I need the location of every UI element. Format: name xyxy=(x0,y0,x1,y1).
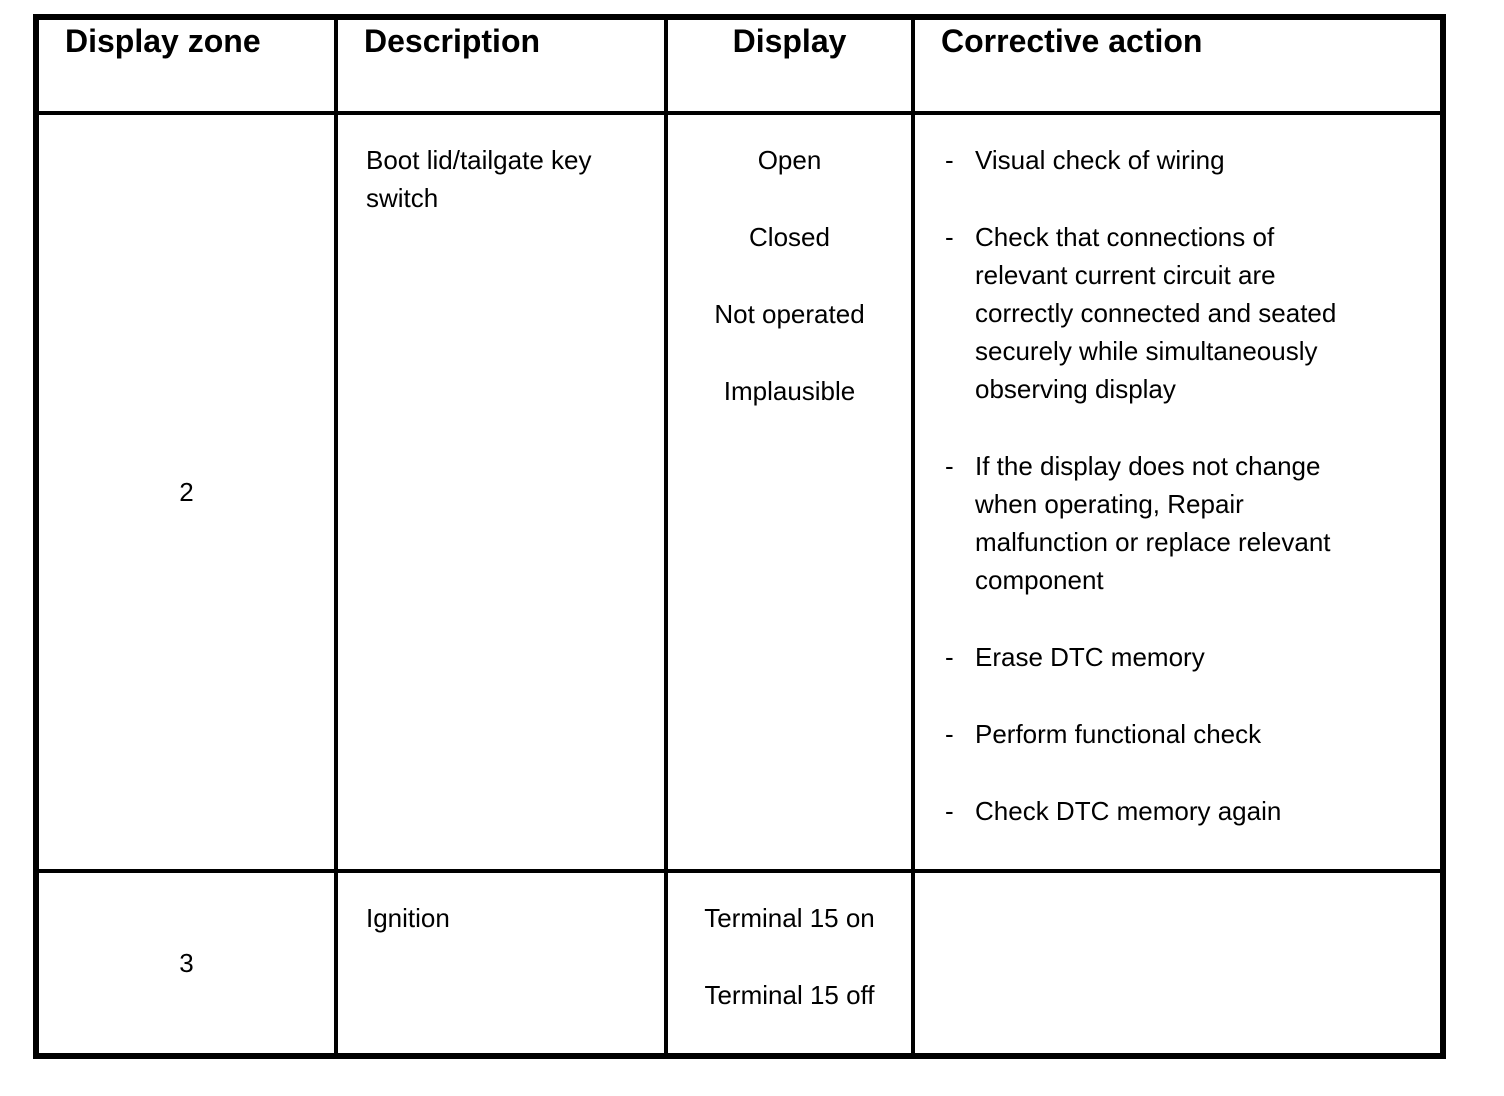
bullet-dash: - xyxy=(945,642,954,672)
table-row-zone-3: 3 Ignition Terminal 15 on Terminal 15 of… xyxy=(34,869,1445,1058)
table-row-zone-2: 2 Boot lid/tailgate key switch Open Clos… xyxy=(34,111,1445,873)
action-text: Check that connections of relevant curre… xyxy=(975,222,1337,404)
description-text: Boot lid/tailgate key switch xyxy=(366,145,592,213)
description-cell: Boot lid/tailgate key switch xyxy=(334,111,668,873)
diagnostic-table: Display zone Description Display Correct… xyxy=(33,14,1446,1059)
description-cell: Ignition xyxy=(334,869,668,1058)
display-value: Not operated xyxy=(714,299,865,329)
zone-number: 2 xyxy=(34,111,338,873)
action-item: - Erase DTC memory xyxy=(945,638,1424,676)
corrective-action-cell-empty xyxy=(911,869,1445,1058)
table-body: 2 Boot lid/tailgate key switch Open Clos… xyxy=(34,111,1445,1058)
action-text: If the display does not change when oper… xyxy=(975,451,1331,595)
zone-number: 3 xyxy=(34,869,338,1058)
display-value: Terminal 15 on xyxy=(704,903,875,933)
header-display-zone: Display zone xyxy=(34,15,338,115)
action-text: Visual check of wiring xyxy=(975,145,1225,175)
header-corrective-action: Corrective action xyxy=(911,15,1445,115)
display-value: Closed xyxy=(749,222,830,252)
action-item: - Visual check of wiring xyxy=(945,141,1424,179)
corrective-action-cell: - Visual check of wiring - Check that co… xyxy=(911,111,1445,873)
bullet-dash: - xyxy=(945,451,954,481)
action-item: - Check that connections of relevant cur… xyxy=(945,218,1424,408)
header-description: Description xyxy=(334,15,668,115)
action-text: Check DTC memory again xyxy=(975,796,1282,826)
display-value: Open xyxy=(757,145,822,175)
action-item: - Perform functional check xyxy=(945,715,1424,753)
action-item: - Check DTC memory again xyxy=(945,792,1424,830)
bullet-dash: - xyxy=(945,222,954,252)
display-cell: Open Closed Not operated Implausible xyxy=(664,111,915,873)
action-text: Perform functional check xyxy=(975,719,1262,749)
bullet-dash: - xyxy=(945,796,954,826)
bullet-dash: - xyxy=(945,719,954,749)
table-header: Display zone Description Display Correct… xyxy=(34,15,1445,115)
description-text: Ignition xyxy=(366,903,450,933)
action-item: - If the display does not change when op… xyxy=(945,447,1424,599)
display-value: Implausible xyxy=(723,376,856,406)
display-cell: Terminal 15 on Terminal 15 off xyxy=(664,869,915,1058)
display-value: Terminal 15 off xyxy=(704,980,875,1010)
action-text: Erase DTC memory xyxy=(975,642,1205,672)
header-display: Display xyxy=(664,15,915,115)
bullet-dash: - xyxy=(945,145,954,175)
header-row: Display zone Description Display Correct… xyxy=(34,15,1445,115)
